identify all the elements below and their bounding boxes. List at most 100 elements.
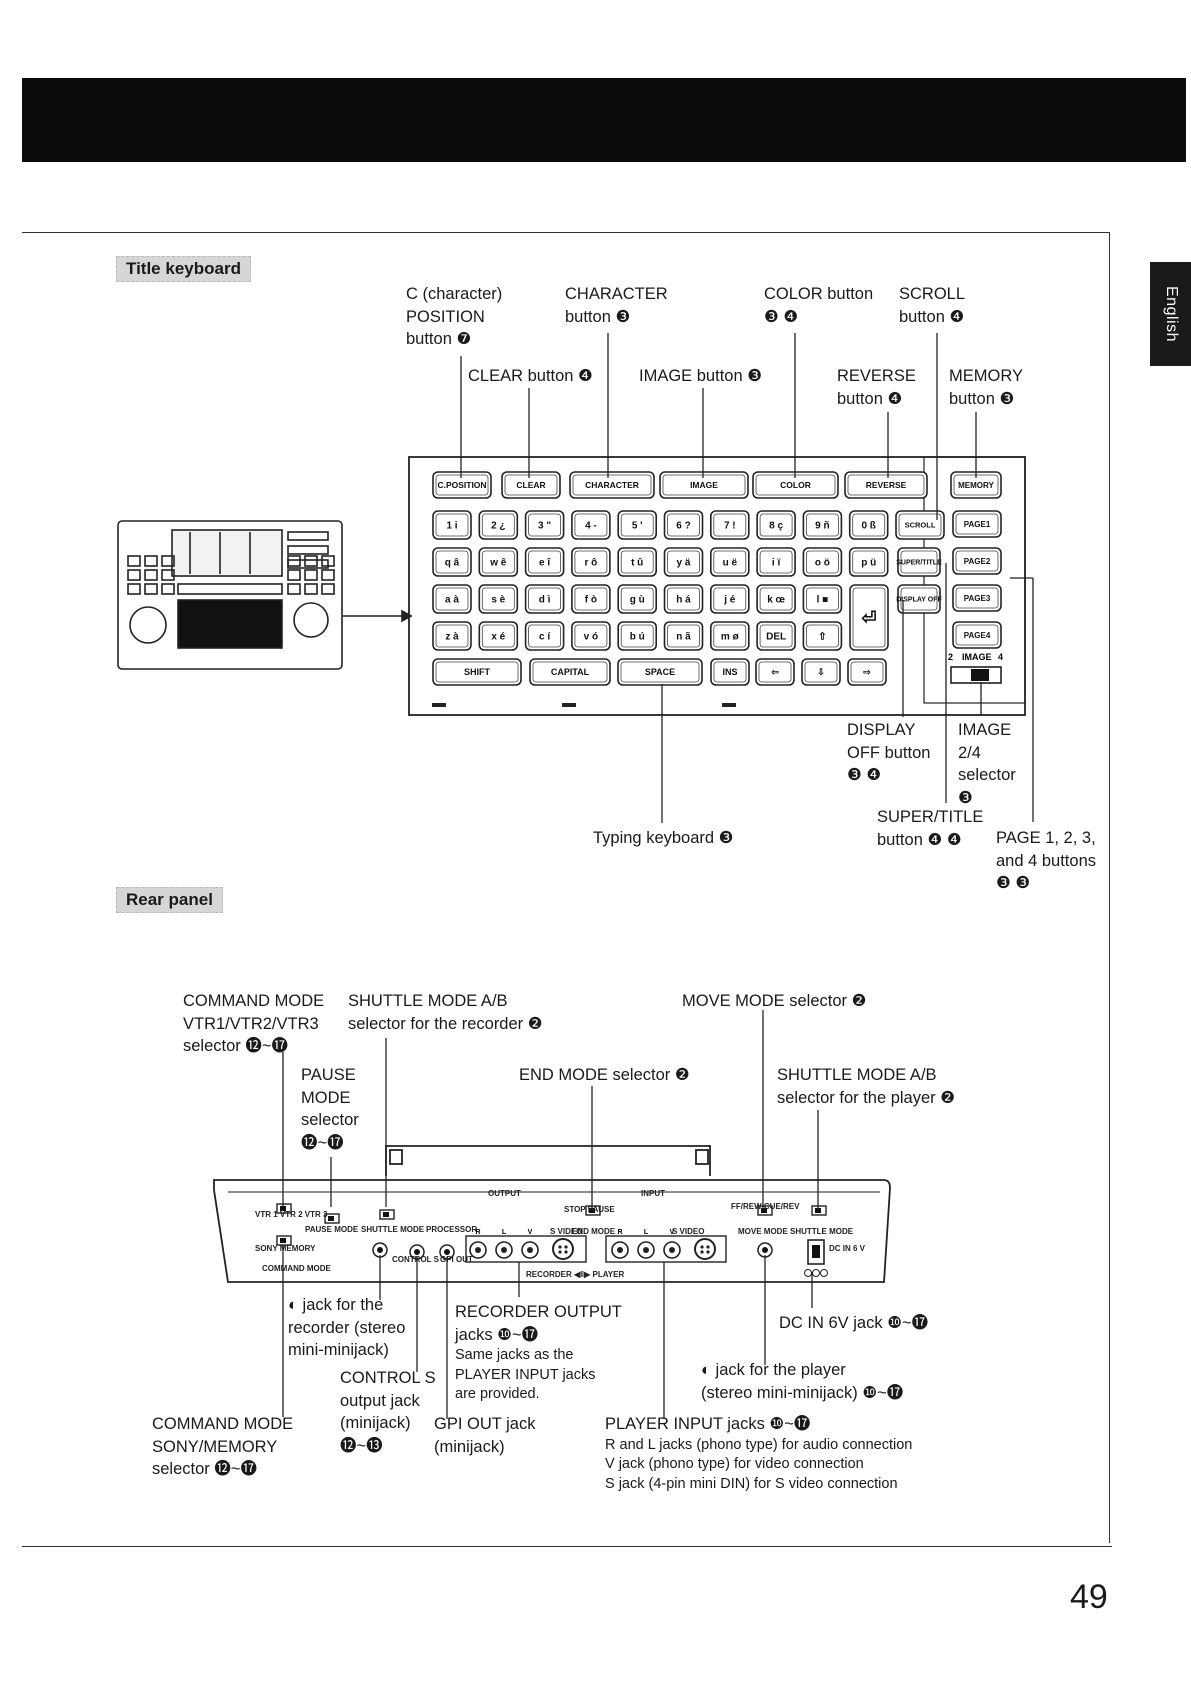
callout-line: PAGE 1, 2, 3, — [996, 829, 1096, 847]
callout-line: mini-minijack) — [288, 1341, 389, 1359]
key-label: SCROLL — [905, 521, 936, 530]
key-label: z à — [445, 632, 459, 643]
key-char: o ö — [802, 547, 843, 577]
callout-display-off: DISPLAY OFF button ❸ ❹ — [847, 719, 930, 787]
key-label: b ú — [630, 632, 645, 643]
key-char: l ■ — [802, 584, 843, 614]
key-label: e î — [539, 558, 551, 569]
key-bottom: CAPITAL — [529, 658, 611, 686]
callout-command-mode-vtr: COMMAND MODE VTR1/VTR2/VTR3 selector ⓬~⓱ — [183, 990, 324, 1058]
key-label: a à — [445, 595, 459, 606]
callout-line: VTR1/VTR2/VTR3 — [183, 1014, 319, 1033]
callout-line: CHARACTER — [565, 285, 668, 303]
callout-line: POSITION — [406, 307, 485, 326]
key-label: s è — [491, 595, 505, 606]
key-label: PAGE3 — [964, 594, 991, 603]
key-label: u ë — [723, 558, 738, 569]
callout-line: IMAGE — [958, 721, 1012, 739]
key-label: h á — [676, 595, 691, 606]
key-label: o ö — [815, 558, 830, 569]
key-char: h á — [663, 584, 704, 614]
key-label: CAPITAL — [551, 667, 590, 677]
content-frame — [22, 232, 1110, 1543]
key-page2: PAGE2 — [952, 547, 1002, 575]
key-label: 5 ' — [632, 521, 643, 532]
callout-note: are provided. — [455, 1386, 540, 1402]
callout-c-position: C (character) POSITION button ❼ — [406, 283, 502, 351]
callout-line: 2/4 — [958, 743, 981, 762]
key-label: j é — [723, 595, 736, 606]
key-label: 4 - — [585, 521, 597, 532]
key-label: v ó — [584, 632, 598, 643]
callout-scroll: SCROLL button ❹ — [899, 283, 965, 328]
foot — [722, 703, 736, 707]
key-char: 7 ! — [709, 510, 750, 540]
key-label: ⇦ — [770, 667, 779, 677]
callout-line: ◐ jack for the player — [701, 1361, 846, 1379]
callout-note: V jack (phono type) for video connection — [605, 1456, 864, 1472]
callout-line: CONTROL S — [340, 1369, 436, 1387]
key-label: 0 ß — [861, 521, 875, 532]
callout-line: button ❸ — [565, 307, 631, 326]
section-title-keyboard: Title keyboard — [116, 256, 251, 282]
key-label: INS — [722, 667, 737, 677]
key-char: 2 ¿ — [478, 510, 519, 540]
key-char: q â — [432, 547, 472, 577]
key-page4: PAGE4 — [952, 621, 1002, 649]
key-char: a à — [432, 584, 472, 614]
key-label: SHIFT — [464, 667, 491, 677]
callout-line: output jack — [340, 1391, 420, 1410]
key-label: x é — [491, 632, 505, 643]
key-scroll: SCROLL — [895, 510, 945, 540]
key-char: 9 ñ — [802, 510, 843, 540]
key-label: 2 ¿ — [491, 521, 505, 532]
callout-super-title: SUPER/TITLE button ❹ ❹ — [877, 806, 983, 851]
key-c-position: C.POSITION — [432, 471, 492, 499]
key-label: q â — [445, 558, 460, 569]
callout-line: SHUTTLE MODE A/B — [777, 1066, 937, 1084]
bottom-rule — [22, 1546, 1112, 1547]
foot — [562, 703, 576, 707]
callout-end-mode: END MODE selector ❷ — [519, 1066, 690, 1084]
callout-page-buttons: PAGE 1, 2, 3, and 4 buttons ❸ ❸ — [996, 827, 1096, 895]
callout-line: MODE — [301, 1088, 351, 1107]
key-label: 6 ? — [676, 521, 690, 532]
callout-line: REVERSE — [837, 367, 916, 385]
key-label: C.POSITION — [437, 480, 486, 490]
callout-line: COMMAND MODE — [152, 1415, 294, 1433]
callout-command-sony: COMMAND MODE SONY/MEMORY selector ⓬~⓱ — [152, 1413, 293, 1481]
key-label: 7 ! — [724, 521, 736, 532]
callout-line: MEMORY — [949, 367, 1023, 385]
callout-line: ❸ ❸ — [996, 874, 1031, 892]
callout-move-mode: MOVE MODE selector ❷ — [682, 992, 867, 1010]
callout-note: Same jacks as the — [455, 1347, 574, 1363]
callout-control-s: CONTROL S output jack (minijack) ⓬~⓭ — [340, 1367, 436, 1457]
callout-color: COLOR button ❸ ❹ — [764, 283, 873, 328]
key-label: 3 " — [538, 521, 551, 532]
callout-character: CHARACTER button ❸ — [565, 283, 668, 328]
callout-line: SONY/MEMORY — [152, 1437, 278, 1456]
callout-shuttle-player: SHUTTLE MODE A/B selector for the player… — [777, 1064, 955, 1109]
callout-gpi-out: GPI OUT jack (minijack) — [434, 1413, 535, 1458]
language-tab: English — [1150, 262, 1191, 366]
key-char: j é — [709, 584, 750, 614]
key-char: x é — [478, 621, 519, 651]
callout-line: ◐ jack for the — [288, 1296, 384, 1314]
key-char: 4 - — [571, 510, 611, 540]
callout-line: selector for the recorder ❷ — [348, 1014, 543, 1033]
callout-pause-mode: PAUSE MODE selector ⓬~⓱ — [301, 1064, 359, 1154]
callout-line: button ❹ ❹ — [877, 830, 962, 849]
callout-typing-keyboard: Typing keyboard ❸ — [593, 829, 734, 847]
callout-line: SHUTTLE MODE A/B — [348, 992, 508, 1010]
callout-player-input: PLAYER INPUT jacks ❿~⓱ R and L jacks (ph… — [605, 1413, 912, 1494]
key-label: COLOR — [780, 480, 811, 490]
callout-jack-player: ◐ jack for the player (stereo mini-minij… — [701, 1359, 903, 1404]
key-char: k œ — [756, 584, 796, 614]
callout-line: ⓬~⓱ — [301, 1133, 344, 1152]
key-char: b ú — [617, 621, 658, 651]
key-char: 8 ç — [756, 510, 796, 540]
key-image: IMAGE — [659, 471, 749, 499]
key-enter: ⏎ — [849, 584, 889, 651]
key-label: l ■ — [817, 595, 829, 606]
